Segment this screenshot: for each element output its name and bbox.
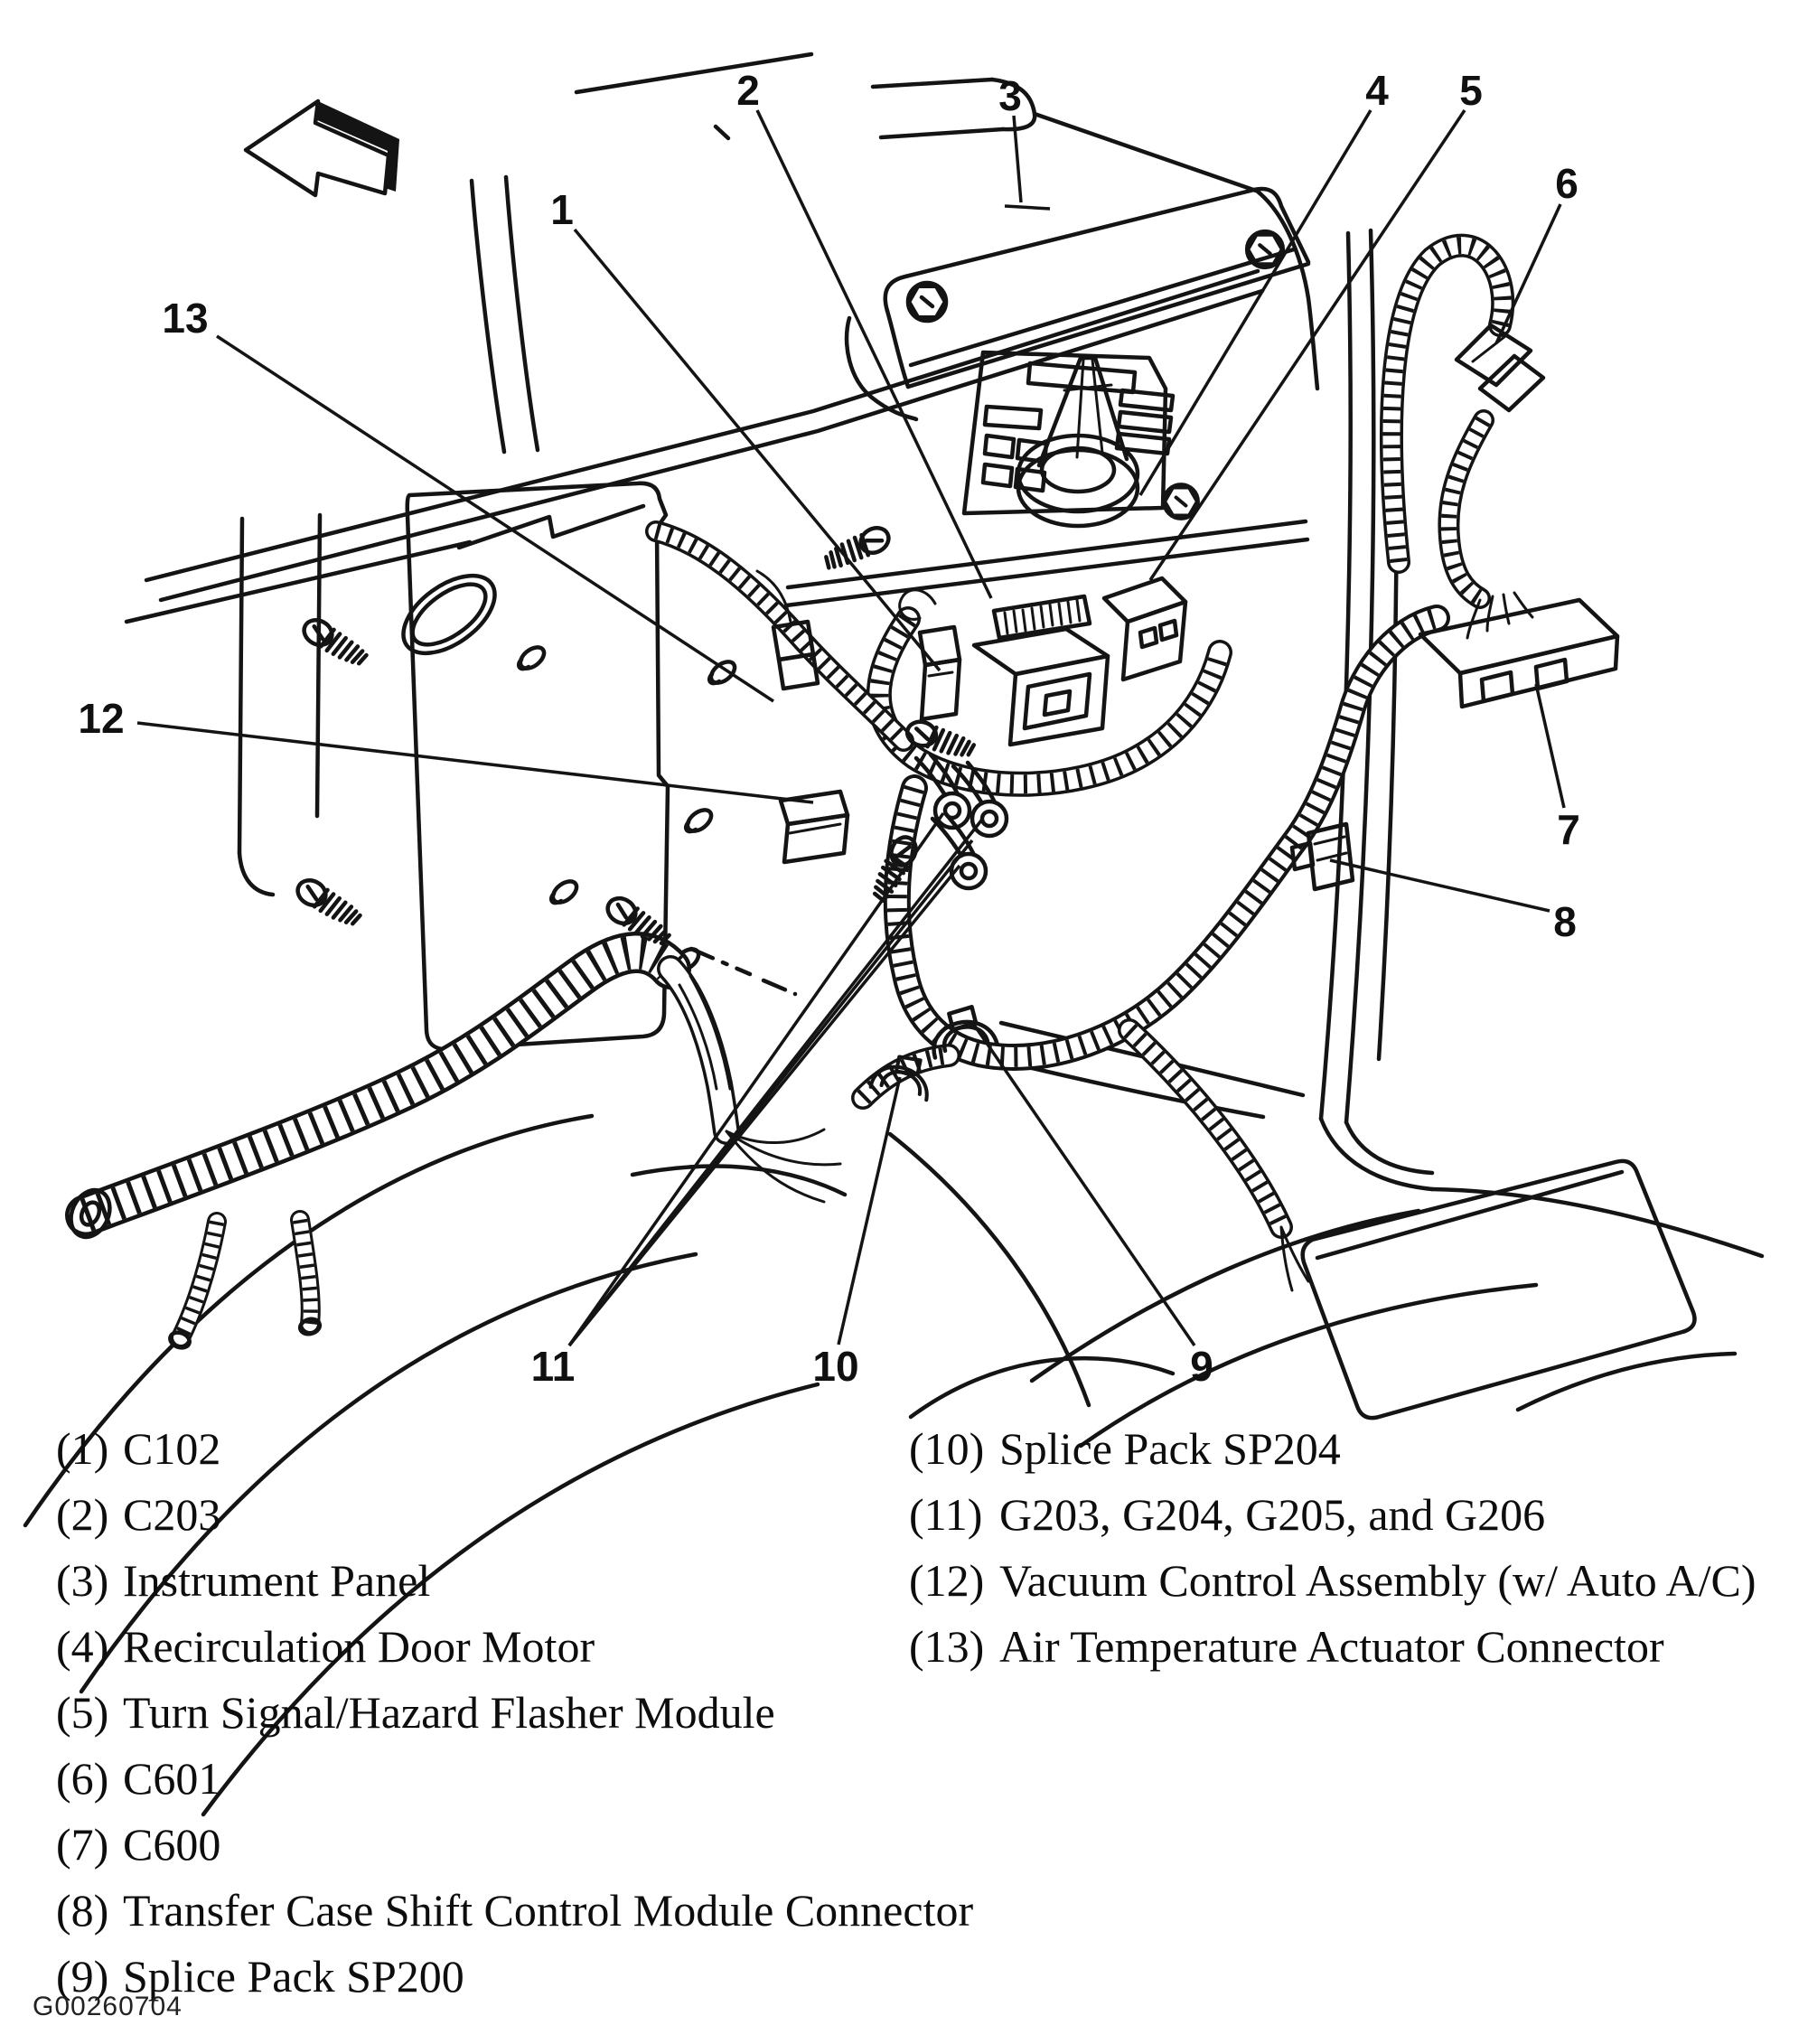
legend-item: (8) Transfer Case Shift Control Module Co… bbox=[56, 1878, 973, 1944]
leader-line-13 bbox=[216, 334, 774, 703]
legend-item-number: (4) bbox=[56, 1621, 109, 1672]
legend-item-number: (3) bbox=[56, 1555, 109, 1606]
transfer-case-module-connector bbox=[1289, 821, 1355, 892]
legend-item: (12) Vacuum Control Assembly (w/ Auto A/C… bbox=[909, 1548, 1756, 1614]
legend-item-label: Splice Pack SP200 bbox=[123, 1951, 464, 2002]
callout-12: 12 bbox=[78, 695, 124, 742]
screw-icon bbox=[294, 876, 364, 928]
legend-item-number: (10) bbox=[909, 1423, 985, 1474]
legend-item-label: Recirculation Door Motor bbox=[123, 1621, 595, 1672]
legend-item-number: (2) bbox=[56, 1489, 109, 1540]
legend-item-label: G203, G204, G205, and G206 bbox=[999, 1489, 1546, 1540]
legend-item: (1) C102 bbox=[56, 1416, 973, 1482]
leader-line-5 bbox=[1148, 109, 1466, 581]
legend-item-label: Splice Pack SP204 bbox=[999, 1423, 1341, 1474]
legend-item: (7) C600 bbox=[56, 1812, 973, 1878]
legend-item-label: C600 bbox=[123, 1819, 221, 1870]
callout-10: 10 bbox=[812, 1343, 858, 1390]
legend-item-label: C203 bbox=[123, 1489, 221, 1540]
leader-line-10 bbox=[837, 1076, 902, 1345]
legend-item: (13) Air Temperature Actuator Connector bbox=[909, 1614, 1756, 1680]
legend-item-label: Turn Signal/Hazard Flasher Module bbox=[123, 1687, 775, 1738]
leader-line-12 bbox=[136, 721, 814, 804]
callout-4: 4 bbox=[1365, 67, 1389, 114]
leader-line-11 bbox=[567, 811, 945, 1347]
callout-2: 2 bbox=[736, 67, 760, 114]
module-cluster bbox=[604, 569, 1188, 948]
leader-line-3 bbox=[1012, 115, 1023, 203]
screw-icon bbox=[822, 523, 893, 576]
legend-item-number: (9) bbox=[56, 1951, 109, 2002]
callout-8: 8 bbox=[1553, 898, 1577, 945]
hex-screw-icon bbox=[1164, 484, 1198, 519]
callout-3: 3 bbox=[998, 72, 1022, 119]
grommet-mark bbox=[549, 877, 581, 907]
c600-connector bbox=[1418, 591, 1620, 709]
hex-screw-icon bbox=[908, 283, 946, 321]
figure-code: G00260704 bbox=[33, 1992, 183, 2021]
legend-item: (3) Instrument Panel bbox=[56, 1548, 973, 1614]
leader-line-7 bbox=[1534, 683, 1566, 809]
hex-screw-icon bbox=[1247, 231, 1283, 267]
legend-item-label: Transfer Case Shift Control Module Conne… bbox=[123, 1885, 974, 1936]
legend-item: (11) G203, G204, G205, and G206 bbox=[909, 1482, 1756, 1548]
legend-item: (5) Turn Signal/Hazard Flasher Module bbox=[56, 1680, 973, 1746]
vehicle-body-structure bbox=[23, 52, 1765, 1817]
right-side-connectors bbox=[1289, 323, 1620, 892]
callout-13: 13 bbox=[162, 295, 208, 342]
legend-item-label: Vacuum Control Assembly (w/ Auto A/C) bbox=[999, 1555, 1756, 1606]
c601-connector bbox=[1454, 323, 1546, 413]
legend-item-number: (8) bbox=[56, 1885, 109, 1936]
legend-item-label: C102 bbox=[123, 1423, 221, 1474]
leader-line-9 bbox=[972, 1024, 1196, 1346]
leader-line-3 bbox=[1004, 204, 1051, 211]
legend-item-number: (5) bbox=[56, 1687, 109, 1738]
legend-item: (4) Recirculation Door Motor bbox=[56, 1614, 973, 1680]
callout-6: 6 bbox=[1555, 160, 1578, 207]
legend-item-label: Air Temperature Actuator Connector bbox=[999, 1621, 1664, 1672]
c102-connector bbox=[917, 624, 962, 722]
leader-line-11 bbox=[567, 839, 974, 1347]
legend-item: (2) C203 bbox=[56, 1482, 973, 1548]
vacuum-control-assembly bbox=[971, 626, 1110, 747]
legend-item-label: C601 bbox=[123, 1753, 221, 1804]
firewall-panel bbox=[237, 481, 738, 1052]
flasher-module bbox=[1101, 576, 1188, 682]
air-temp-actuator-connector bbox=[755, 569, 820, 691]
legend-item-number: (12) bbox=[909, 1555, 985, 1606]
recirculation-knob bbox=[1016, 355, 1140, 529]
legend-column-right: (10) Splice Pack SP204 (11) G203, G204, G2… bbox=[909, 1416, 1756, 1680]
hvac-control-head bbox=[961, 350, 1176, 529]
callout-9: 9 bbox=[1190, 1343, 1213, 1390]
legend-item: (10) Splice Pack SP204 bbox=[909, 1416, 1756, 1482]
legend-item: (6) C601 bbox=[56, 1746, 973, 1812]
legend-item-number: (1) bbox=[56, 1423, 109, 1474]
view-direction-arrow-icon bbox=[243, 98, 399, 198]
legend-item-number: (13) bbox=[909, 1621, 985, 1672]
leader-line-6 bbox=[1494, 203, 1562, 344]
screw-icon bbox=[300, 615, 370, 668]
grommet-mark bbox=[517, 643, 548, 673]
callout-1: 1 bbox=[550, 186, 574, 233]
legend-item-number: (7) bbox=[56, 1819, 109, 1870]
leader-line-2 bbox=[755, 109, 993, 599]
legend-item: (9) Splice Pack SP200 bbox=[56, 1944, 973, 2010]
callout-7: 7 bbox=[1557, 806, 1580, 853]
vacuum-assembly-connector bbox=[778, 789, 850, 865]
instrument-panel-frame bbox=[783, 186, 1311, 608]
grommet-mark bbox=[684, 806, 716, 836]
callout-11: 11 bbox=[531, 1343, 576, 1390]
legend-item-label: Instrument Panel bbox=[123, 1555, 431, 1606]
leader-line-4 bbox=[1138, 109, 1372, 496]
legend-item-number: (6) bbox=[56, 1753, 109, 1804]
leader-line-1 bbox=[573, 228, 941, 672]
legend-item-number: (11) bbox=[909, 1489, 983, 1540]
callout-5: 5 bbox=[1459, 67, 1483, 114]
legend-column-left: (1) C102 (2) C203 (3) Instrument Panel (4) R… bbox=[56, 1416, 973, 2010]
c203-connector bbox=[991, 594, 1092, 641]
leader-line-8 bbox=[1329, 858, 1550, 913]
